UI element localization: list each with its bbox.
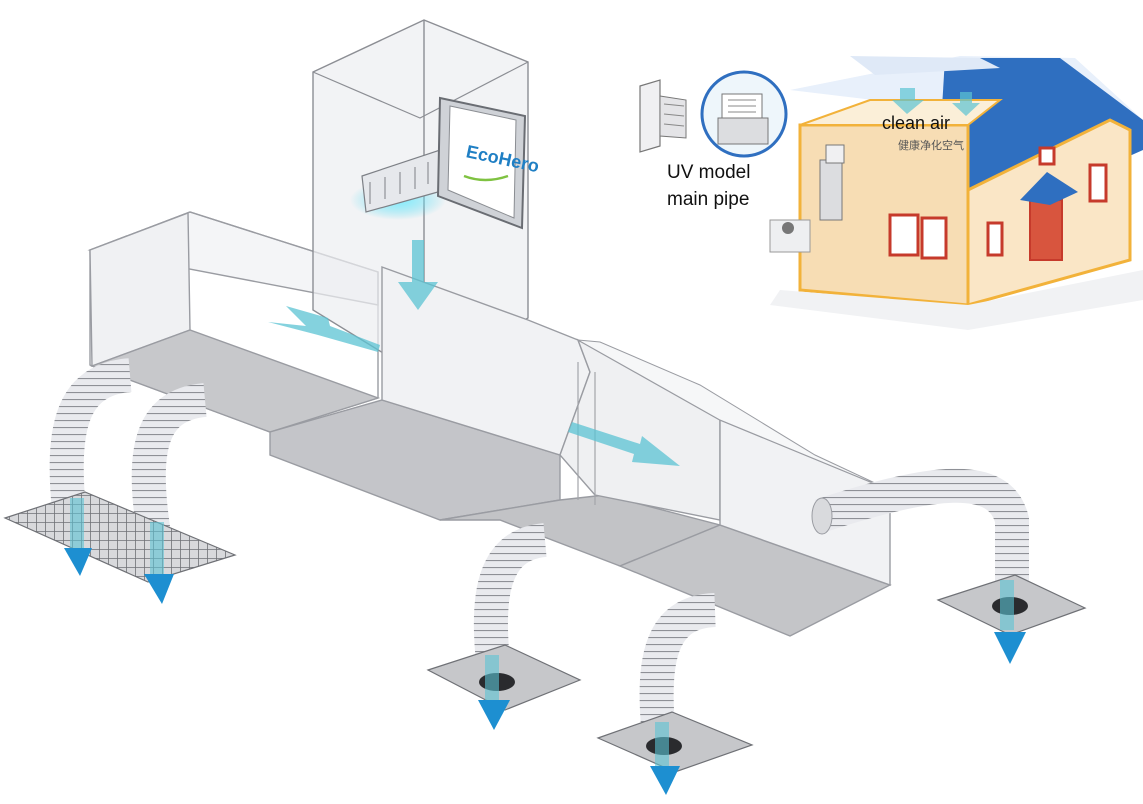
airflow-left-arrow	[268, 306, 380, 352]
airflow-arrows	[268, 240, 680, 466]
uv-model-label: UV model	[667, 162, 751, 183]
mesh-grille	[3, 491, 237, 583]
uv-lamp-unit	[350, 149, 446, 220]
outlet-arrow-1	[64, 498, 92, 576]
outlet-arrow-2	[144, 522, 174, 604]
house-illustration	[769, 56, 1143, 330]
ecohero-panel: EcoHero	[436, 96, 541, 230]
flex-hose-left-1	[49, 358, 133, 522]
uv-model-zoom-circle	[700, 70, 788, 158]
outlet-arrow-4	[650, 722, 680, 795]
outlet-arrow-3	[478, 655, 510, 730]
uv-bracket-icon	[639, 79, 687, 153]
outlet-arrow-5	[994, 580, 1026, 664]
flex-hose-left-2	[131, 383, 208, 543]
airflow-down-arrow	[398, 240, 438, 310]
left-branch-duct	[87, 211, 381, 433]
clean-air-label: clean air	[882, 113, 951, 133]
airflow-right-arrow	[568, 422, 680, 466]
flex-hose-center-2	[639, 593, 717, 747]
flex-hose-right	[811, 468, 1029, 605]
main-pipe-label: main pipe	[667, 189, 750, 210]
clean-air-chinese-label: 健康净化空气	[898, 139, 964, 152]
outlet-arrows	[64, 498, 1026, 795]
uv-model-inset	[639, 70, 788, 158]
diffuser-center-2	[596, 711, 754, 773]
